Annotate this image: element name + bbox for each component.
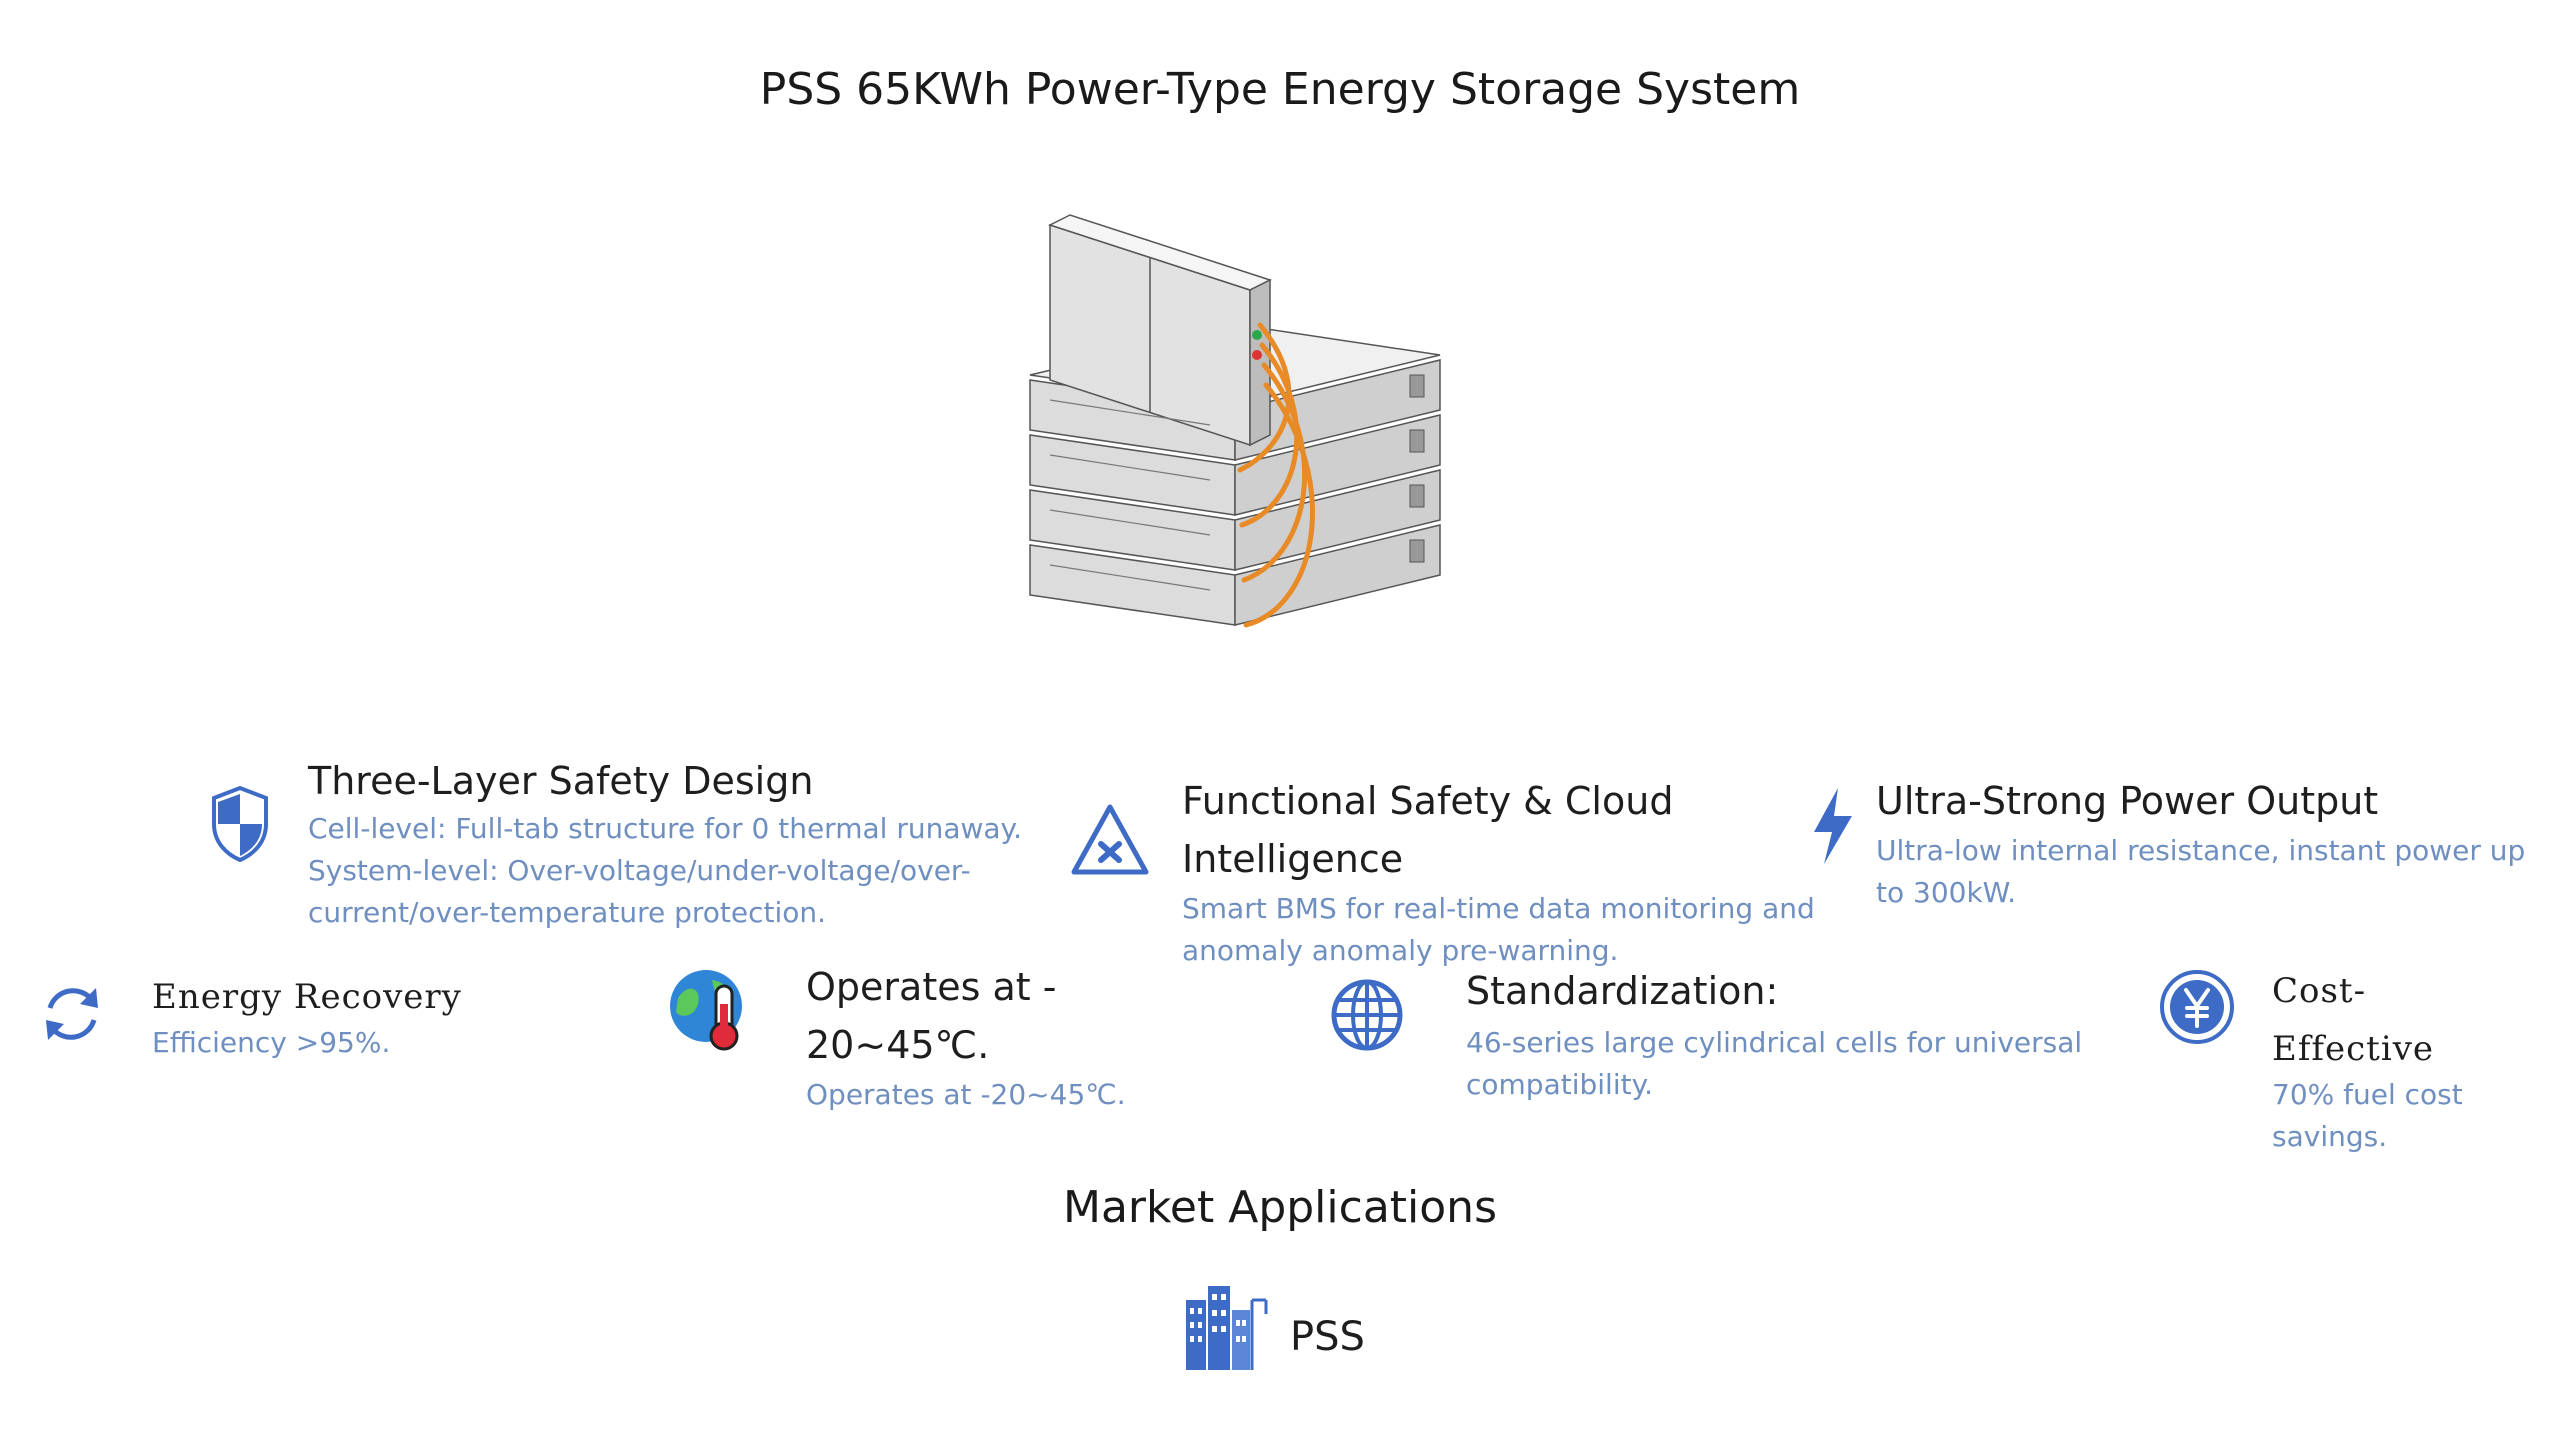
feature-title-standard: Standardization:: [1466, 969, 1779, 1013]
feature-title-temperature-1: Operates at -: [806, 965, 1057, 1009]
feature-desc-cost-2: savings.: [2272, 1120, 2388, 1153]
feature-title-temperature-2: 20~45℃.: [806, 1023, 990, 1067]
market-applications-heading: Market Applications: [1062, 1182, 1497, 1233]
market-item-label: PSS: [1290, 1314, 1365, 1360]
feature-desc-safety-3: current/over-temperature protection.: [308, 896, 827, 929]
shield-icon: [212, 786, 268, 862]
thermometer-icon: [670, 970, 742, 1051]
page-title: PSS 65KWh Power-Type Energy Storage Syst…: [759, 64, 1801, 115]
feature-desc-power-1: Ultra-low internal resistance, instant p…: [1876, 834, 2526, 867]
feature-title-cloud-1: Functional Safety & Cloud: [1182, 779, 1674, 823]
feature-desc-safety-2: System-level: Over-voltage/under-voltage…: [308, 854, 971, 887]
feature-desc-power-2: to 300kW.: [1876, 876, 2017, 909]
building-icon: [1186, 1286, 1268, 1370]
feature-desc-standard-2: compatibility.: [1466, 1068, 1654, 1101]
feature-desc-standard-1: 46-series large cylindrical cells for un…: [1466, 1026, 2083, 1059]
feature-desc-temperature: Operates at -20~45℃.: [806, 1078, 1126, 1111]
feature-title-recovery: Energy Recovery: [152, 977, 462, 1017]
feature-title-cost-1: Cost-: [2272, 971, 2367, 1011]
recycle-icon: [46, 988, 98, 1040]
battery-system-illustration: [1029, 214, 1441, 628]
feature-title-safety: Three-Layer Safety Design: [308, 759, 814, 803]
feature-title-power: Ultra-Strong Power Output: [1876, 779, 2379, 823]
lightning-icon: [1814, 788, 1852, 864]
yuan-coin-icon: [2160, 970, 2234, 1044]
feature-title-cost-2: Effective: [2272, 1029, 2435, 1069]
feature-desc-cost-1: 70% fuel cost: [2272, 1078, 2463, 1111]
feature-desc-cloud-2: anomaly anomaly pre-warning.: [1182, 934, 1619, 967]
feature-title-cloud-2: Intelligence: [1182, 837, 1404, 881]
feature-desc-cloud-1: Smart BMS for real-time data monitoring …: [1182, 892, 1815, 925]
feature-desc-safety-1: Cell-level: Full-tab structure for 0 the…: [308, 812, 1023, 845]
warning-triangle-icon: [1071, 804, 1149, 875]
globe-icon: [1331, 979, 1403, 1051]
feature-desc-recovery: Efficiency >95%.: [152, 1026, 391, 1059]
